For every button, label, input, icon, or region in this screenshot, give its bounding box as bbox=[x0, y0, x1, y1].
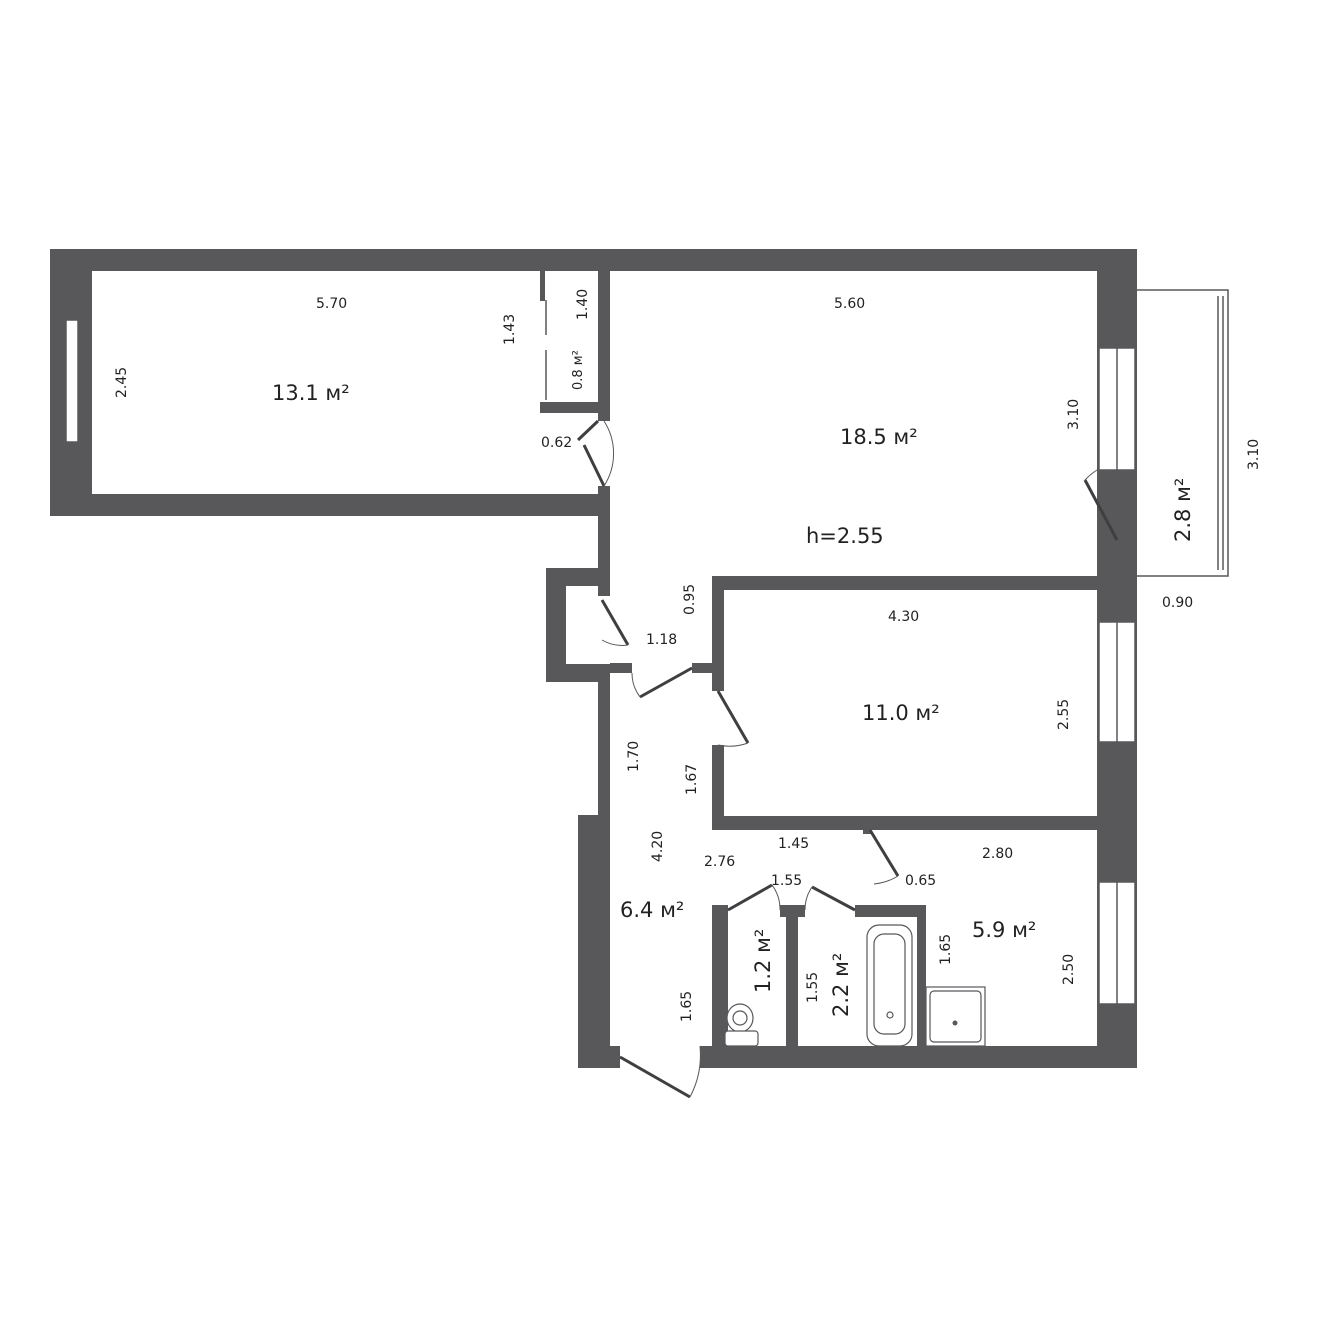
door bbox=[639, 666, 693, 699]
sink-icon bbox=[925, 986, 986, 1047]
wall bbox=[578, 1046, 620, 1068]
fixtures bbox=[724, 924, 986, 1047]
wall bbox=[610, 663, 632, 673]
kitchen-door bbox=[868, 829, 900, 877]
wall bbox=[712, 745, 724, 830]
window bbox=[65, 319, 79, 443]
dim-label: 5.60 bbox=[834, 296, 865, 312]
labels: 5.70 2.45 13.1 м² 1.43 1.40 0.8 м² 0.62 … bbox=[114, 289, 1262, 1022]
wall bbox=[917, 905, 926, 1046]
wall bbox=[50, 494, 610, 516]
dim-label: 2.50 bbox=[1061, 954, 1077, 985]
bathtub-icon bbox=[866, 924, 913, 1047]
dim-label: 1.18 bbox=[646, 632, 677, 648]
wall bbox=[540, 402, 610, 413]
bathroom-door bbox=[811, 885, 856, 912]
room-area-label: 5.9 м² bbox=[972, 918, 1036, 942]
wall bbox=[712, 816, 1137, 830]
room-area-label: 18.5 м² bbox=[840, 425, 918, 449]
room-area-label: 1.2 м² bbox=[751, 929, 775, 993]
top-wall bbox=[50, 249, 1137, 271]
dim-label: 2.55 bbox=[1056, 699, 1072, 730]
wall bbox=[598, 271, 610, 421]
wall bbox=[780, 905, 805, 917]
wall bbox=[786, 905, 798, 1046]
dim-label: 1.70 bbox=[626, 741, 642, 772]
room-area-label: 2.8 м² bbox=[1171, 478, 1195, 542]
wall bbox=[712, 576, 724, 691]
wall bbox=[712, 576, 1137, 590]
room-area-label: 11.0 м² bbox=[862, 701, 940, 725]
dim-label: 1.43 bbox=[502, 314, 518, 345]
entrance-door bbox=[619, 1055, 691, 1099]
wall bbox=[692, 663, 712, 673]
balcony-door bbox=[1083, 479, 1119, 541]
dim-label: 1.55 bbox=[771, 873, 802, 889]
door bbox=[716, 690, 750, 744]
dim-label: 1.65 bbox=[938, 934, 954, 965]
dim-label: 4.30 bbox=[888, 609, 919, 625]
door bbox=[576, 419, 600, 442]
balcony bbox=[1137, 289, 1229, 577]
wall bbox=[863, 826, 871, 834]
dim-label: 0.65 bbox=[905, 873, 936, 889]
niche-wall bbox=[546, 664, 610, 682]
dim-label: 2.76 bbox=[704, 854, 735, 870]
dim-label: 0.95 bbox=[682, 584, 698, 615]
room-area-label: 6.4 м² bbox=[620, 898, 684, 922]
wall bbox=[598, 664, 610, 834]
dim-label: 3.10 bbox=[1246, 439, 1262, 470]
dim-label: 3.10 bbox=[1066, 399, 1082, 430]
niche-wall bbox=[546, 568, 566, 682]
bottom-wall bbox=[700, 1046, 1137, 1068]
dim-label: 1.45 bbox=[778, 836, 809, 852]
wall bbox=[578, 815, 610, 1068]
walls bbox=[50, 249, 1137, 1068]
windows bbox=[65, 319, 1136, 1005]
toilet-icon bbox=[724, 1003, 759, 1047]
wall bbox=[855, 905, 926, 917]
dim-label: 4.20 bbox=[650, 831, 666, 862]
dim-label: 1.40 bbox=[575, 289, 591, 320]
doors bbox=[545, 300, 1119, 1099]
dim-label: 1.67 bbox=[684, 764, 700, 795]
door bbox=[600, 599, 630, 646]
dim-label: 0.62 bbox=[541, 435, 572, 451]
dim-label: 2.45 bbox=[114, 367, 130, 398]
toilet-door bbox=[727, 883, 773, 912]
room-area-label: 2.2 м² bbox=[829, 953, 853, 1017]
dim-label: 5.70 bbox=[316, 296, 347, 312]
dim-label: 1.65 bbox=[679, 991, 695, 1022]
room-area-label: 13.1 м² bbox=[272, 381, 350, 405]
dim-label: 0.90 bbox=[1162, 595, 1193, 611]
wall bbox=[540, 271, 545, 301]
dim-label: 1.55 bbox=[805, 972, 821, 1003]
room-area-label: 0.8 м² bbox=[571, 350, 586, 390]
ceiling-height-label: h=2.55 bbox=[806, 524, 884, 548]
wall bbox=[712, 905, 728, 1046]
dim-label: 2.80 bbox=[982, 846, 1013, 862]
